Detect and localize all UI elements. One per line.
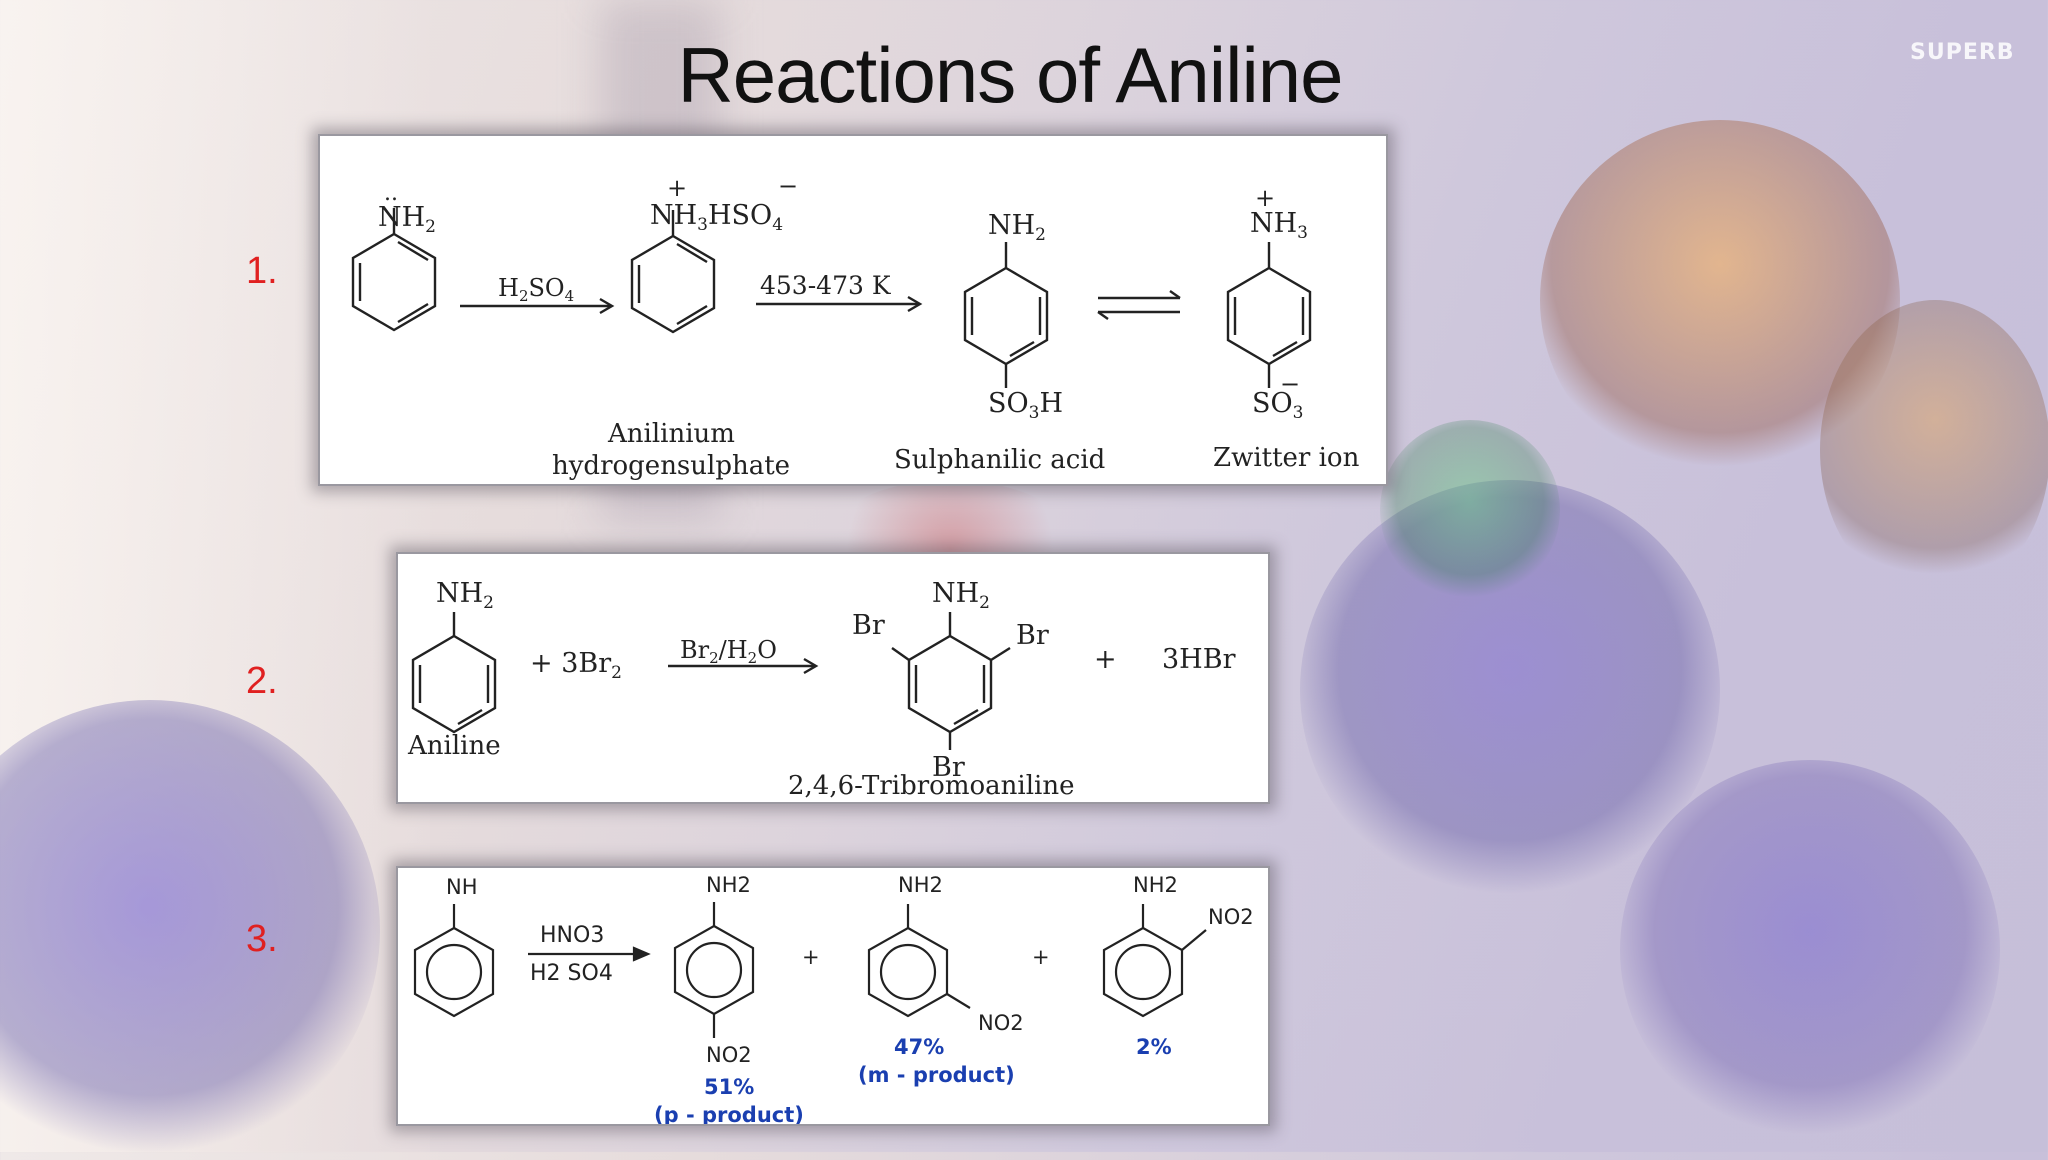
reagent-hno3: HNO3: [540, 923, 604, 948]
reaction-2-scheme: NH2 + 3Br2 Br2/H2O NH2 Br Br Br + 3HBr A…: [407, 578, 1236, 801]
intermediate-formula: NH3HSO4: [650, 200, 783, 235]
temperature-condition: 453-473 K: [760, 271, 892, 300]
watermark-logo: SUPERB: [1910, 40, 2015, 65]
charge-minus: −: [778, 172, 798, 200]
background-sphere: [1380, 420, 1560, 600]
background-sphere: [1300, 480, 1720, 900]
bromine-reagent: + 3Br2: [530, 648, 622, 683]
lone-pair-dots: ..: [384, 181, 398, 206]
zwitter-nh3: NH3: [1250, 208, 1308, 243]
background-sphere: [1620, 760, 2000, 1140]
charge-plus: +: [667, 174, 687, 202]
benzene-ring: [413, 926, 495, 1018]
benzene-ring: [963, 266, 1049, 366]
reagent-h2so4: H2 SO4: [530, 961, 613, 986]
bromine-right: Br: [1016, 620, 1049, 651]
o-product-nh2: NH2: [1133, 873, 1178, 897]
p-product-nh2: NH2: [706, 873, 751, 897]
aniline-nh2: NH: [446, 875, 478, 899]
o-product-no2: NO2: [1208, 905, 1254, 929]
benzene-ring: [351, 232, 437, 332]
reaction-1-scheme: .. NH2 H2SO4 + − NH3HSO4 453-473 K NH2 S…: [351, 172, 1360, 481]
m-product-nh2: NH2: [898, 873, 943, 897]
reactant-nh2: NH2: [378, 202, 436, 237]
plus-sign-1: +: [802, 945, 820, 969]
p-product-label: (p - product): [654, 1103, 804, 1124]
label-tribromoaniline: 2,4,6-Tribromoaniline: [788, 771, 1074, 801]
benzene-ring: [630, 234, 716, 334]
sulphanilic-nh2: NH2: [988, 210, 1046, 245]
benzene-ring: [907, 634, 993, 734]
aniline-nh2: NH2: [436, 578, 494, 613]
reagent-h2so4: H2SO4: [498, 274, 574, 305]
reaction-number-2: 2.: [246, 660, 278, 702]
p-product-percent: 51%: [704, 1075, 754, 1099]
benzene-ring: [411, 634, 497, 734]
reaction-3-scheme: NH HNO3 H2 SO4 NH2 NO2 + NH2 NO2 + NH2 N…: [413, 873, 1254, 1124]
label-aniline: Aniline: [407, 731, 501, 761]
background-sphere: [1820, 300, 2048, 600]
reaction-3-panel: NH HNO3 H2 SO4 NH2 NO2 + NH2 NO2 + NH2 N…: [396, 866, 1270, 1126]
o-product-percent: 2%: [1136, 1035, 1172, 1059]
label-zwitter-ion: Zwitter ion: [1213, 443, 1360, 473]
slide-title: Reactions of Aniline: [677, 31, 1343, 119]
zwitter-minus: −: [1280, 370, 1300, 398]
reaction-2-panel: NH2 + 3Br2 Br2/H2O NH2 Br Br Br + 3HBr A…: [396, 552, 1270, 804]
label-anilinium: Anilinium: [607, 419, 735, 449]
condition-br2-h2o: Br2/H2O: [680, 636, 777, 667]
tribromo-nh2: NH2: [932, 578, 990, 613]
m-product-no2: NO2: [978, 1011, 1024, 1035]
plus-sign-2: +: [1032, 945, 1050, 969]
reaction-1-panel: .. NH2 H2SO4 + − NH3HSO4 453-473 K NH2 S…: [318, 134, 1388, 486]
p-product-no2: NO2: [706, 1043, 752, 1067]
label-sulphanilic-acid: Sulphanilic acid: [894, 445, 1105, 475]
byproduct-3hbr: 3HBr: [1162, 644, 1236, 675]
label-hydrogensulphate: hydrogensulphate: [552, 451, 790, 481]
m-product-label: (m - product): [858, 1063, 1015, 1087]
sulphanilic-so3h: SO3H: [988, 388, 1063, 423]
zwitter-so3: SO3: [1252, 388, 1303, 423]
bromine-left: Br: [852, 610, 885, 641]
background-sphere: [1540, 120, 1900, 480]
plus-sign: +: [1094, 644, 1117, 675]
bromine-bottom: Br: [932, 752, 965, 783]
zwitter-plus: +: [1255, 184, 1275, 212]
reaction-number-3: 3.: [246, 918, 278, 960]
benzene-ring: [1226, 266, 1312, 366]
benzene-ring: [867, 926, 949, 1018]
m-product-percent: 47%: [894, 1035, 944, 1059]
background-sphere: [0, 700, 380, 1160]
reaction-number-1: 1.: [246, 250, 278, 292]
